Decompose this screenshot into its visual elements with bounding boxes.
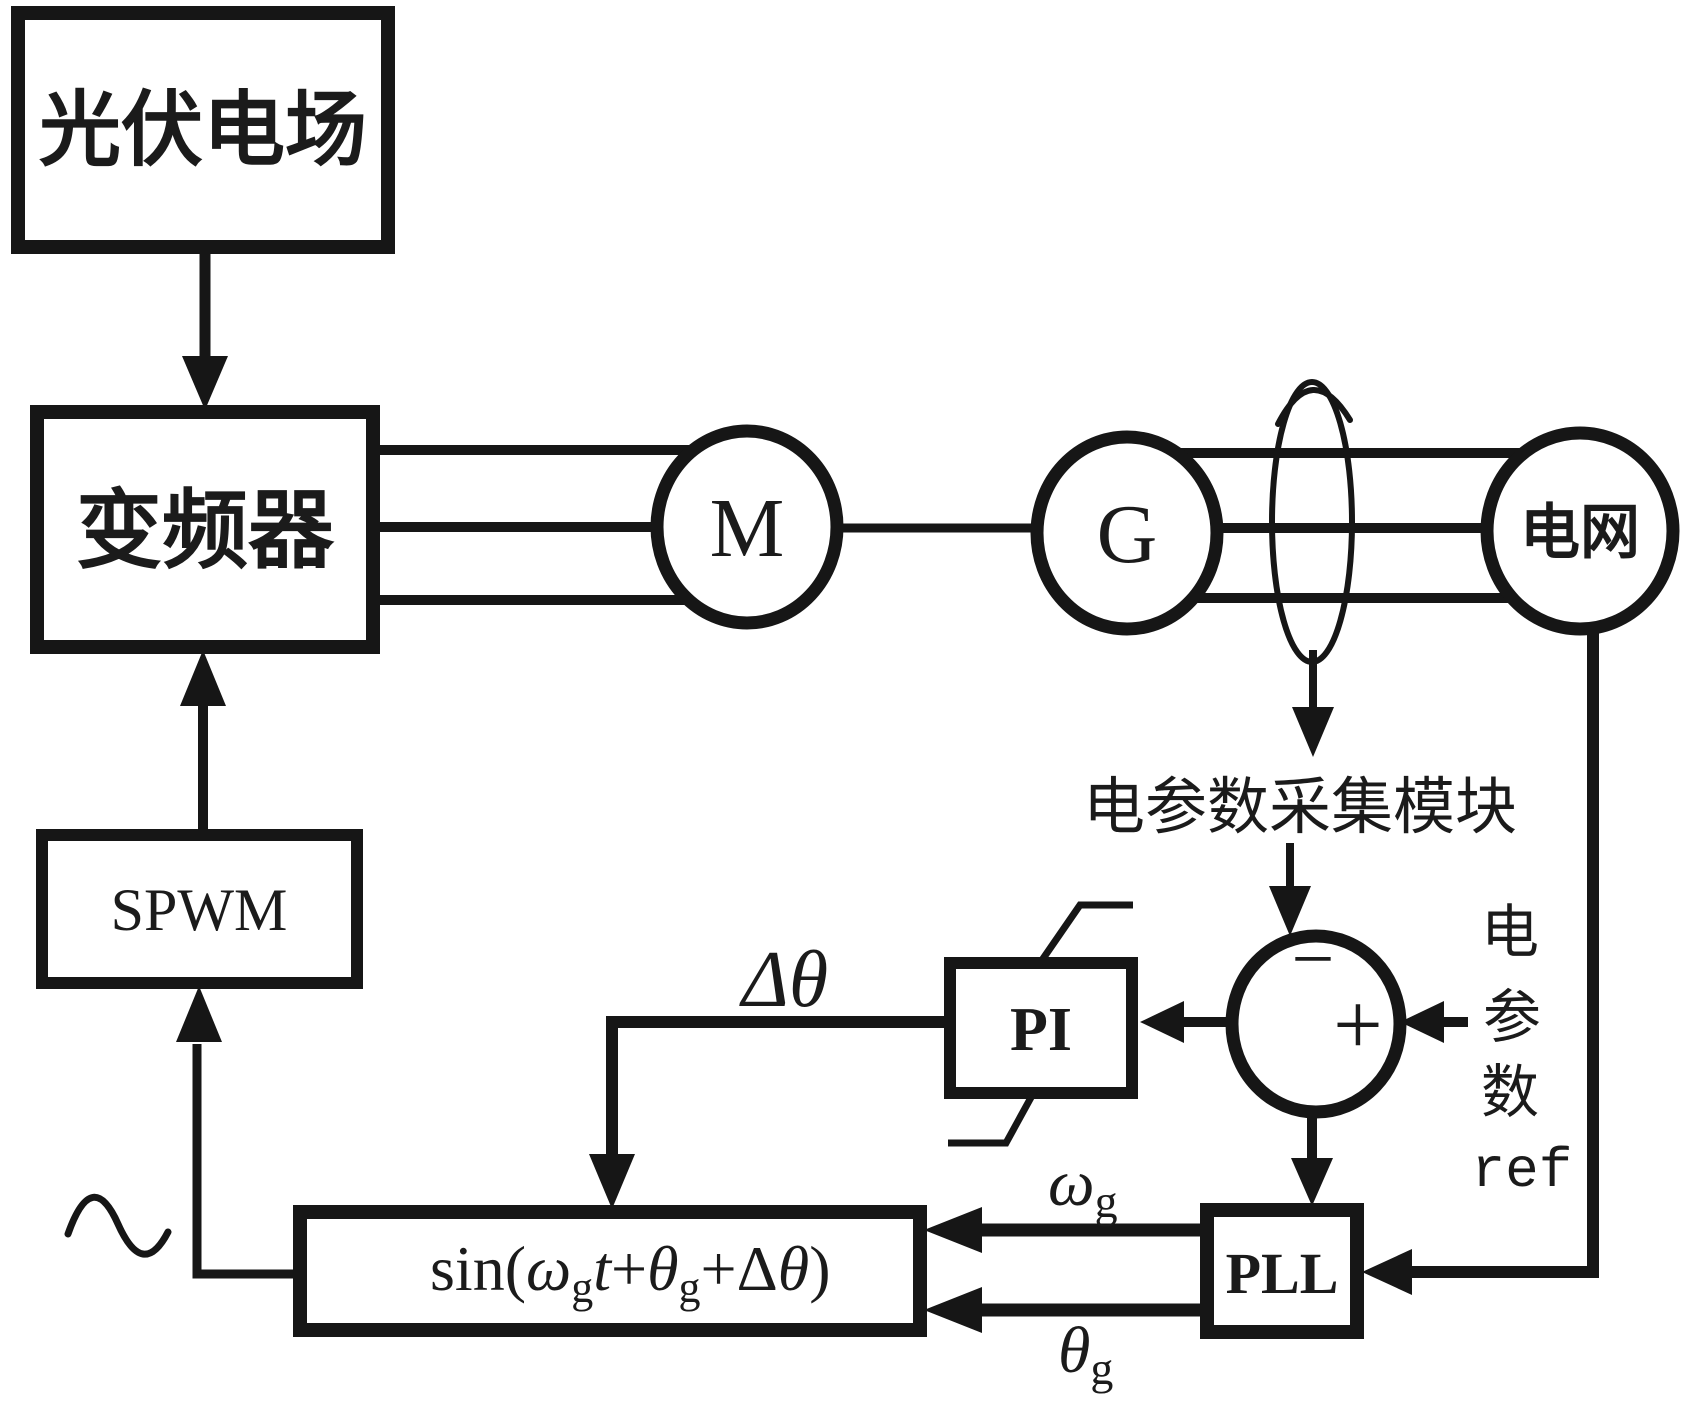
theta-subscript-g: g: [1090, 1343, 1113, 1394]
measurement-loop-ellipse: [1269, 379, 1355, 665]
sine-formula: sin(ωgt+θg+Δθ): [430, 1233, 831, 1312]
sum-to-pi-arrowhead: [1140, 1001, 1184, 1043]
pv-field-box: [11, 6, 395, 254]
sum-to-pll-arrowhead: [1291, 1158, 1333, 1206]
spwm-box: [36, 829, 363, 989]
summing-junction-circle: [1225, 929, 1407, 1119]
motor-circle: [650, 424, 844, 630]
acquisition-to-sum-arrowhead: [1269, 886, 1311, 936]
grid-label: 电网: [1520, 499, 1640, 566]
sine-to-spwm-arrowhead: [176, 986, 222, 1042]
pv-field-label: 光伏电场: [39, 85, 367, 176]
pll-box: [1200, 1203, 1364, 1339]
grid-circle: [1480, 426, 1680, 636]
pll-to-sine-omega-arrowhead: [924, 1207, 982, 1253]
grid-to-pll-line: [1410, 632, 1599, 1278]
inverter-box: [30, 405, 380, 654]
motor-label: M: [710, 482, 785, 575]
ref-column-char1: 电: [1481, 900, 1539, 965]
theta-g-label: θg: [1058, 1314, 1113, 1394]
formula-t: t: [593, 1233, 613, 1304]
pll-label: PLL: [1226, 1241, 1339, 1306]
generator-circle: [1030, 430, 1224, 636]
formula-omega: ω: [526, 1233, 571, 1304]
spwm-to-inverter-arrowhead: [180, 650, 226, 706]
formula-sub-g1: g: [571, 1263, 593, 1312]
formula-theta2: θ: [778, 1233, 809, 1304]
sine-wave-symbol: [64, 1193, 172, 1258]
loop-to-acquisition-arrowhead: [1292, 707, 1334, 757]
pi-to-sine-line: [606, 1016, 950, 1154]
omega-subscript-g: g: [1095, 1176, 1118, 1227]
pi-adjust-slash-top: [1037, 901, 1133, 965]
ref-column-char2: 参: [1483, 985, 1541, 1050]
formula-sin: sin(: [430, 1233, 526, 1304]
formula-plus-delta: +Δ: [701, 1233, 778, 1304]
grid-to-pll-arrowhead: [1362, 1249, 1412, 1295]
ref-column-char3: 数: [1481, 1060, 1539, 1125]
theta-symbol: θ: [1058, 1314, 1090, 1387]
formula-sub-g2: g: [679, 1263, 701, 1312]
formula-plus1: +: [611, 1233, 647, 1304]
delta-theta-label: Δθ: [739, 936, 828, 1024]
sine-to-spwm-line: [192, 1044, 300, 1279]
formula-theta1: θ: [647, 1233, 678, 1304]
sum-plus-sign: +: [1333, 977, 1383, 1074]
spwm-label: SPWM: [111, 877, 288, 943]
omega-symbol: ω: [1048, 1147, 1095, 1220]
pi-label: PI: [1010, 996, 1072, 1064]
sine-generator-box: [293, 1205, 927, 1337]
formula-close-paren: ): [809, 1233, 830, 1304]
pv-to-inverter-arrowhead: [182, 356, 228, 410]
acquisition-module-label: 电参数采集模块: [1083, 773, 1517, 842]
sum-minus-sign: −: [1292, 917, 1335, 1001]
pi-adjust-slash-bottom: [948, 1090, 1038, 1147]
measurement-loop-cap-arc: [1275, 387, 1353, 427]
omega-g-label: ωg: [1048, 1147, 1118, 1227]
ref-column-ref: ref: [1472, 1139, 1573, 1203]
generator-label: G: [1097, 488, 1158, 581]
ref-to-sum-arrowhead: [1400, 1001, 1444, 1043]
pll-to-sine-theta-arrowhead: [924, 1287, 982, 1333]
pi-to-sine-arrowhead: [589, 1154, 635, 1209]
inverter-label: 变频器: [76, 483, 335, 579]
